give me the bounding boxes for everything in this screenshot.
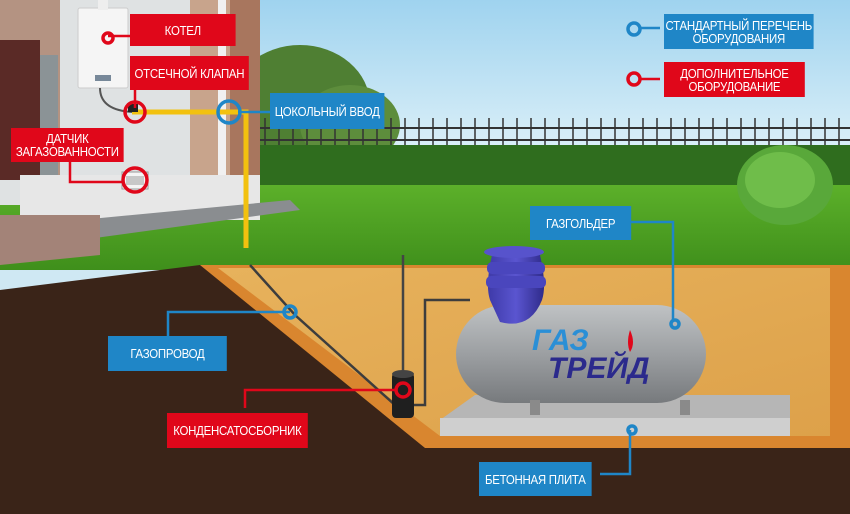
flame-icon	[628, 330, 633, 352]
gas-tank	[456, 305, 706, 403]
sensor-marker	[121, 166, 149, 194]
tank-marker	[669, 318, 681, 330]
callout-gas-sensor: ДАТЧИК ЗАГАЗОВАННОСТИ	[11, 128, 124, 162]
legend-standard-line1: СТАНДАРТНЫЙ ПЕРЕЧЕНЬ	[665, 17, 813, 33]
plinth-marker	[216, 99, 242, 125]
callout-plinth-input: ЦОКОЛЬНЫЙ ВВОД	[270, 93, 385, 129]
legend-additional-line2: ОБОРУДОВАНИЕ	[688, 78, 781, 94]
callout-gas-sensor-line2: ЗАГАЗОВАННОСТИ	[15, 144, 119, 159]
callout-shutoff-valve: ОТСЕЧНОЙ КЛАПАН	[130, 56, 249, 90]
collector-marker	[394, 381, 412, 399]
callout-gas-pipeline: ГАЗОПРОВОД	[108, 336, 227, 371]
legend-standard-line2: ОБОРУДОВАНИЯ	[692, 30, 786, 46]
legend-standard: СТАНДАРТНЫЙ ПЕРЕЧЕНЬ ОБОРУДОВАНИЯ	[664, 14, 814, 49]
slab-marker	[626, 424, 638, 436]
tank-logo-line2: ТРЕЙД	[548, 350, 650, 385]
legend-standard-marker	[626, 21, 642, 37]
callout-condensate-collector: КОНДЕНСАТОСБОРНИК	[167, 413, 308, 448]
callout-boiler: КОТЕЛ	[130, 14, 236, 46]
callout-concrete-slab: БЕТОННАЯ ПЛИТА	[479, 462, 592, 496]
downpipe	[218, 0, 226, 180]
legend-additional: ДОПОЛНИТЕЛЬНОЕ ОБОРУДОВАНИЕ	[664, 62, 805, 97]
callout-gas-sensor-line1: ДАТЧИК	[46, 131, 89, 146]
pipeline-marker	[282, 304, 298, 320]
boiler-marker	[101, 31, 115, 45]
tank-logo-line1: ГАЗ	[532, 324, 589, 357]
legend-additional-marker	[626, 71, 642, 87]
tank-neck	[484, 246, 546, 324]
callout-gas-holder: ГАЗГОЛЬДЕР	[530, 206, 632, 240]
legend-additional-line1: ДОПОЛНИТЕЛЬНОЕ	[680, 65, 789, 81]
valve-marker	[123, 100, 147, 124]
steps	[0, 215, 100, 265]
